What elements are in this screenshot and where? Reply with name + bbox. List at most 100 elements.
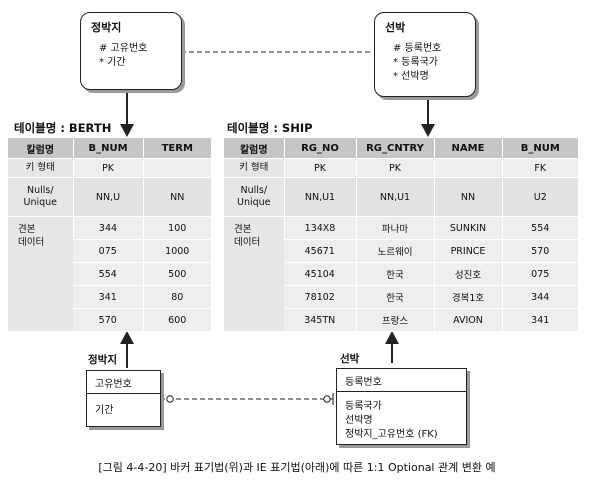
- ie-berth-title: 정박지: [88, 354, 117, 366]
- berth-data-cell: 554: [73, 262, 143, 286]
- berth-table-name: 테이블명 : BERTH: [14, 121, 112, 135]
- ship-null-row: Nulls/Unique NN,U1 NN,U1 NN U2: [224, 177, 578, 217]
- ship-header-col: RG_CNTRY: [355, 138, 434, 159]
- ie-berth-divider: [87, 393, 160, 394]
- ship-key-cell: FK: [501, 158, 578, 178]
- ship-header-label: 칼럼명: [224, 138, 284, 159]
- arrowhead-ship-up: [385, 331, 399, 344]
- arrowhead-berth-down: [120, 124, 134, 137]
- ie-entity-ship: 등록번호 등록국가 선박명 정박지_고유번호 (FK): [336, 368, 467, 445]
- ship-data-cell: 45671: [284, 239, 356, 263]
- berth-data-cell: 1000: [142, 239, 211, 263]
- ship-data-cell: 경복1호: [433, 285, 502, 309]
- table-row: 554 500: [8, 262, 211, 286]
- barker-berth-attr: * 기간: [99, 57, 126, 68]
- ship-data-cell: AVION: [433, 308, 502, 332]
- arrowhead-berth-up: [120, 331, 134, 344]
- ship-data-cell: 134X8: [283, 216, 356, 240]
- ship-data-cell: 성진호: [433, 262, 502, 286]
- berth-data-cell: 100: [142, 216, 211, 240]
- figure-caption: [그림 4-4-20] 바커 표기법(위)과 IE 표기법(아래)에 따른 1:…: [98, 461, 496, 474]
- barker-berth-attr: # 고유번호: [99, 43, 148, 54]
- berth-header-col: B_NUM: [72, 138, 143, 159]
- barker-berth-title: 정박지: [91, 21, 122, 34]
- ship-data-cell: 45104: [284, 262, 356, 286]
- ship-data-cell: 노르웨이: [355, 239, 434, 263]
- ship-data-cell: SUNKIN: [433, 216, 502, 240]
- table-row: 570 600: [8, 308, 211, 332]
- barker-ship-attr: # 등록번호: [393, 43, 442, 54]
- berth-key-label: 키 형태: [8, 158, 73, 178]
- ie-optional-circle-berth: [166, 395, 174, 403]
- ship-key-label: 키 형태: [224, 158, 284, 178]
- berth-key-cell: PK: [72, 158, 143, 178]
- berth-data-cell: 341: [73, 285, 143, 309]
- ship-data-cell: 파나마: [355, 216, 434, 240]
- ship-key-cell: PK: [283, 158, 356, 178]
- ship-data-cell: 344: [501, 285, 578, 309]
- ie-entity-berth: 고유번호 기간: [86, 370, 161, 427]
- ship-key-cell: PK: [355, 158, 434, 178]
- berth-data-cell: 500: [142, 262, 211, 286]
- ship-header-col: RG_NO: [283, 138, 356, 159]
- ie-ship-attr: 등록국가: [345, 401, 382, 412]
- ship-data-cell: 한국: [355, 262, 434, 286]
- ship-data-cell: 570: [501, 239, 578, 263]
- ship-data-cell: 78102: [284, 285, 356, 309]
- ie-berth-pk: 고유번호: [95, 379, 132, 390]
- table-row: 45671 노르웨이 PRINCE 570: [224, 239, 578, 263]
- ship-header-col: NAME: [433, 138, 502, 159]
- ship-key-row: 키 형태 PK PK FK: [224, 158, 578, 178]
- berth-data-cell: 075: [73, 239, 143, 263]
- ship-null-cell: NN: [433, 177, 502, 217]
- ship-header-col: B_NUM: [501, 138, 578, 159]
- table-row: 345TN 프랑스 AVION 341: [224, 308, 578, 332]
- ship-data-cell: 한국: [355, 285, 434, 309]
- ie-berth-attr: 기간: [95, 405, 114, 416]
- berth-table: 칼럼명 B_NUM TERM 키 형태 PK Nulls/Unique NN,U…: [8, 138, 211, 332]
- berth-header-label: 칼럼명: [8, 138, 73, 159]
- ship-table-name: 테이블명 : SHIP: [227, 121, 313, 135]
- ship-data-cell: PRINCE: [433, 239, 502, 263]
- ie-ship-attr: 선박명: [345, 415, 373, 426]
- berth-key-row: 키 형태 PK: [8, 158, 211, 178]
- barker-ship-title: 선박: [385, 21, 406, 34]
- ship-data-cell: 075: [501, 262, 578, 286]
- berth-key-cell: [142, 158, 211, 178]
- ship-null-cell: NN,U1: [283, 177, 356, 217]
- table-row: 78102 한국 경복1호 344: [224, 285, 578, 309]
- berth-null-cell: NN: [142, 177, 211, 217]
- berth-data-cell: 600: [142, 308, 211, 332]
- barker-entity-ship: 선박 # 등록번호 * 등록국가 * 선박명: [374, 12, 476, 97]
- berth-data-cell: 80: [142, 285, 211, 309]
- ie-ship-divider: [337, 391, 466, 392]
- ie-ship-title: 선박: [340, 353, 360, 365]
- berth-null-cell: NN,U: [72, 177, 143, 217]
- berth-header-row: 칼럼명 B_NUM TERM: [8, 138, 211, 159]
- ie-optional-circle-ship: [323, 395, 331, 403]
- ship-header-row: 칼럼명 RG_NO RG_CNTRY NAME B_NUM: [224, 138, 578, 159]
- ship-null-cell: U2: [501, 177, 578, 217]
- barker-ship-attr: * 선박명: [393, 71, 429, 82]
- table-row: 341 80: [8, 285, 211, 309]
- table-row: 075 1000: [8, 239, 211, 263]
- ship-data-cell: 341: [501, 308, 578, 332]
- ship-null-label: Nulls/Unique: [224, 177, 284, 217]
- ship-key-cell: [433, 158, 502, 178]
- ship-table: 칼럼명 RG_NO RG_CNTRY NAME B_NUM 키 형태 PK PK…: [224, 138, 578, 332]
- table-row: 45104 한국 성진호 075: [224, 262, 578, 286]
- arrowhead-ship-down: [421, 124, 435, 137]
- ship-data-cell: 554: [501, 216, 578, 240]
- ie-ship-pk: 등록번호: [345, 377, 382, 388]
- berth-null-row: Nulls/Unique NN,U NN: [8, 177, 211, 217]
- berth-null-label: Nulls/Unique: [8, 177, 73, 217]
- ie-ship-attr: 정박지_고유번호 (FK): [345, 429, 438, 440]
- berth-data-cell: 344: [72, 216, 143, 240]
- ship-data-cell: 345TN: [284, 308, 356, 332]
- barker-ship-attr: * 등록국가: [393, 57, 438, 68]
